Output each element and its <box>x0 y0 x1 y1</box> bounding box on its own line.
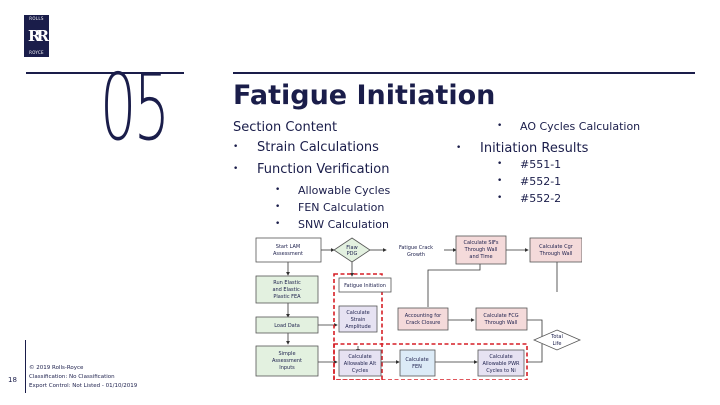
box-fatigue-initiation: Fatigue Initiation <box>338 277 392 293</box>
box-calculate-allowable: Calculate Allowable Alt Cycles <box>338 349 382 377</box>
svg-text:Crack Closure: Crack Closure <box>406 320 441 326</box>
svg-text:Assessment: Assessment <box>273 251 303 257</box>
footer-copyright: © 2019 Rolls-Royce <box>29 365 84 371</box>
bullet-initiation-results: Initiation Results <box>456 142 640 159</box>
box-calculate-strain: Calculate Strain Amplitude <box>338 305 378 333</box>
left-bullet-list: Strain Calculations Function Verificatio… <box>233 141 390 236</box>
box-run-fea: Run Elastic and Elastic- Plastic FEA <box>255 275 319 304</box>
sub-bullet-snw-calculation: SNW Calculation <box>233 219 390 236</box>
svg-text:Start LAM: Start LAM <box>276 244 300 250</box>
svg-text:Calculate: Calculate <box>348 354 371 360</box>
svg-text:Flaw: Flaw <box>346 245 357 251</box>
svg-text:Fatigue Crack: Fatigue Crack <box>399 245 433 251</box>
svg-text:Amplitude: Amplitude <box>345 324 371 330</box>
box-flaw-pdg: Flaw PDG <box>333 237 371 263</box>
svg-text:Cycles to Ni: Cycles to Ni <box>486 368 516 374</box>
logo-bottom-word: ROYCE <box>29 50 44 55</box>
sub-bullet-551-1: #551-1 <box>456 159 640 176</box>
box-calculate-fen: Calculate FEN <box>399 349 436 377</box>
box-accounting-crack-closure: Accounting for Crack Closure <box>397 307 449 331</box>
section-number: 05 <box>100 54 170 161</box>
box-calculate-cgr: Calculate Cgr Through Wall <box>529 237 582 263</box>
svg-text:Allowable Alt: Allowable Alt <box>344 361 376 367</box>
right-bullet-list: AO Cycles Calculation Initiation Results… <box>456 121 640 210</box>
svg-text:Plastic FEA: Plastic FEA <box>273 294 301 300</box>
sub-bullet-fen-calculation: FEN Calculation <box>233 202 390 219</box>
svg-text:Calculate FCG: Calculate FCG <box>483 313 518 319</box>
box-calculate-fcg: Calculate FCG Through Wall <box>475 307 528 331</box>
section-content-label: Section Content <box>233 120 338 135</box>
svg-text:Calculate: Calculate <box>489 354 512 360</box>
svg-text:and Time: and Time <box>469 254 492 260</box>
svg-text:Calculate Cgr: Calculate Cgr <box>539 244 574 250</box>
svg-text:Life: Life <box>552 341 561 347</box>
svg-text:and Elastic-: and Elastic- <box>272 287 301 293</box>
sub-bullet-552-1: #552-1 <box>456 176 640 193</box>
svg-text:Calculate: Calculate <box>405 357 428 363</box>
svg-text:Allowable PWR: Allowable PWR <box>482 361 520 367</box>
svg-text:Through Wall: Through Wall <box>539 251 573 257</box>
svg-text:Inputs: Inputs <box>279 365 295 371</box>
box-start-lam: Start LAM Assessment <box>255 237 322 263</box>
fatigue-flowchart: Start LAM Assessment Flaw PDG Fatigue Cr… <box>255 235 582 380</box>
slide-number: 18 <box>8 376 17 384</box>
svg-text:Through Wall: Through Wall <box>464 247 498 253</box>
svg-text:Cycles: Cycles <box>352 368 369 374</box>
footer-export-control: Export Control: Not Listed - 01/10/2019 <box>29 383 138 389</box>
svg-text:Load Data: Load Data <box>274 323 300 329</box>
svg-text:FEN: FEN <box>412 364 422 370</box>
pwr-dashed-outline <box>333 343 528 380</box>
svg-text:Calculate: Calculate <box>346 310 369 316</box>
box-calculate-pwr: Calculate Allowable PWR Cycles to Ni <box>477 349 525 377</box>
svg-text:Strain: Strain <box>351 317 366 323</box>
box-simple-assessment: Simple Assessment Inputs <box>255 345 319 377</box>
svg-text:Calculate SIFs: Calculate SIFs <box>463 240 498 246</box>
svg-text:Growth: Growth <box>407 252 425 258</box>
svg-text:Simple: Simple <box>278 351 295 357</box>
footer-divider <box>25 340 26 393</box>
svg-text:Run Elastic: Run Elastic <box>273 280 301 286</box>
slide-title: Fatigue Initiation <box>233 80 496 111</box>
svg-text:Through Wall: Through Wall <box>484 320 518 326</box>
logo-top-word: ROLLS <box>29 16 44 21</box>
svg-text:Total: Total <box>550 334 563 340</box>
svg-text:PDG: PDG <box>347 251 358 257</box>
logo-monogram: RR <box>28 26 49 45</box>
svg-text:Accounting for: Accounting for <box>405 313 442 319</box>
footer: © 2019 Rolls-Royce Classification: No Cl… <box>29 364 137 391</box>
footer-classification: Classification: No Classification <box>29 374 115 380</box>
bullet-strain-calculations: Strain Calculations <box>233 141 390 163</box>
flowchart-connectors <box>286 248 558 364</box>
sub-bullet-ao-cycles: AO Cycles Calculation <box>456 121 640 142</box>
box-calculate-sifs: Calculate SIFs Through Wall and Time <box>455 235 507 265</box>
svg-text:Assessment: Assessment <box>272 358 302 364</box>
svg-text:Fatigue Initiation: Fatigue Initiation <box>344 283 386 289</box>
rolls-royce-logo: ROLLS RR ROYCE <box>24 15 49 57</box>
label-fatigue-crack-growth: Fatigue Crack Growth <box>399 245 433 258</box>
box-total-life: Total Life <box>532 329 582 351</box>
sub-bullet-552-2: #552-2 <box>456 193 640 210</box>
initiation-dashed-outline <box>333 273 383 380</box>
bullet-function-verification: Function Verification <box>233 163 390 185</box>
title-divider <box>233 72 695 74</box>
left-divider <box>26 72 184 74</box>
box-load-data: Load Data <box>255 316 319 334</box>
sub-bullet-allowable-cycles: Allowable Cycles <box>233 185 390 202</box>
